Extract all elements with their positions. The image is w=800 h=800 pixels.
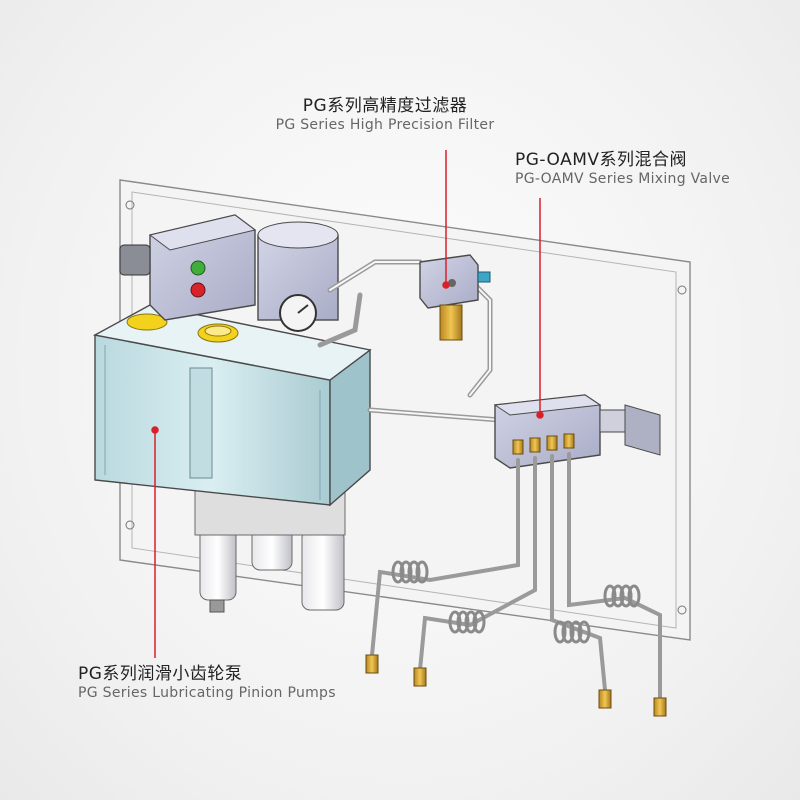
outlet-tubing: [370, 452, 662, 702]
mixing-valve: [493, 394, 661, 469]
valve-label: PG-OAMV系列混合阀 PG-OAMV Series Mixing Valve: [515, 150, 730, 189]
filter-label: PG系列高精度过滤器 PG Series High Precision Filt…: [250, 96, 520, 135]
valve-outlets: [512, 433, 575, 455]
control-box: [119, 214, 257, 321]
valve-label-zh: PG-OAMV系列混合阀: [515, 150, 688, 170]
leader-lines: [151, 150, 544, 658]
green-indicator-icon: [190, 260, 206, 276]
pump-label: PG系列润滑小齿轮泵 PG Series Lubricating Pinion …: [78, 664, 336, 703]
pump-label-en: PG Series Lubricating Pinion Pumps: [78, 685, 336, 702]
pump-lower-assembly: [194, 489, 346, 613]
red-indicator-icon: [190, 282, 206, 298]
motor: [257, 221, 339, 332]
high-precision-filter: [419, 254, 491, 341]
nozzle-fittings: [365, 654, 667, 717]
valve-label-en: PG-OAMV Series Mixing Valve: [515, 171, 731, 188]
filter-label-en: PG Series High Precision Filter: [275, 117, 495, 134]
tube-coils: [391, 560, 641, 644]
pump-label-zh: PG系列润滑小齿轮泵: [78, 664, 243, 684]
filter-label-zh: PG系列高精度过滤器: [302, 96, 468, 116]
fill-caps: [126, 313, 239, 343]
